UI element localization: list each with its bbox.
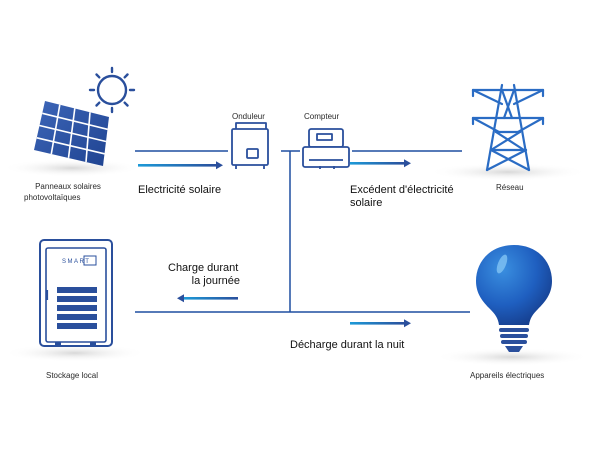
excess-flow-label: Excédent d'électricité solaire bbox=[350, 184, 454, 210]
charge-flow-arrow bbox=[177, 294, 238, 303]
bus-lines bbox=[135, 150, 470, 313]
meter-label: Compteur bbox=[304, 112, 340, 121]
inverter-icon bbox=[231, 122, 269, 169]
storage-label: Stockage local bbox=[46, 371, 99, 380]
charge-flow-label: Charge durant la journée bbox=[160, 262, 240, 288]
appliances-shadow bbox=[434, 348, 590, 366]
charge-flow-label-line2: la journée bbox=[191, 275, 240, 287]
discharge-flow-arrow bbox=[350, 319, 411, 328]
panels-shadow bbox=[2, 159, 142, 177]
storage-shadow bbox=[3, 344, 147, 362]
solar-flow-label: Electricité solaire bbox=[138, 184, 222, 196]
inverter-label: Onduleur bbox=[232, 112, 265, 121]
excess-flow-label-line2: solaire bbox=[350, 197, 383, 209]
panels-label: Panneaux solaires photovoltaïques bbox=[18, 181, 118, 203]
storage-brand-label: SMART bbox=[62, 259, 90, 265]
appliances-label: Appareils électriques bbox=[470, 371, 545, 380]
panels-label-line2: photovoltaïques bbox=[24, 193, 81, 202]
excess-flow-label-line1: Excédent d'électricité bbox=[350, 184, 454, 196]
sun-icon bbox=[88, 66, 136, 114]
light-bulb-icon bbox=[476, 245, 552, 352]
meter-icon bbox=[302, 128, 350, 169]
charge-flow-label-line1: Charge durant bbox=[168, 262, 239, 274]
solar-panel-icon bbox=[34, 101, 109, 166]
grid-label: Réseau bbox=[496, 183, 524, 192]
solar-flow-arrow bbox=[138, 161, 223, 170]
grid-shadow bbox=[428, 163, 588, 181]
pylon-icon bbox=[471, 83, 545, 172]
battery-cabinet-icon: SMART bbox=[39, 239, 113, 347]
panels-label-line1: Panneaux solaires bbox=[35, 182, 101, 191]
discharge-flow-label: Décharge durant la nuit bbox=[290, 339, 405, 351]
excess-flow-arrow bbox=[350, 159, 411, 168]
